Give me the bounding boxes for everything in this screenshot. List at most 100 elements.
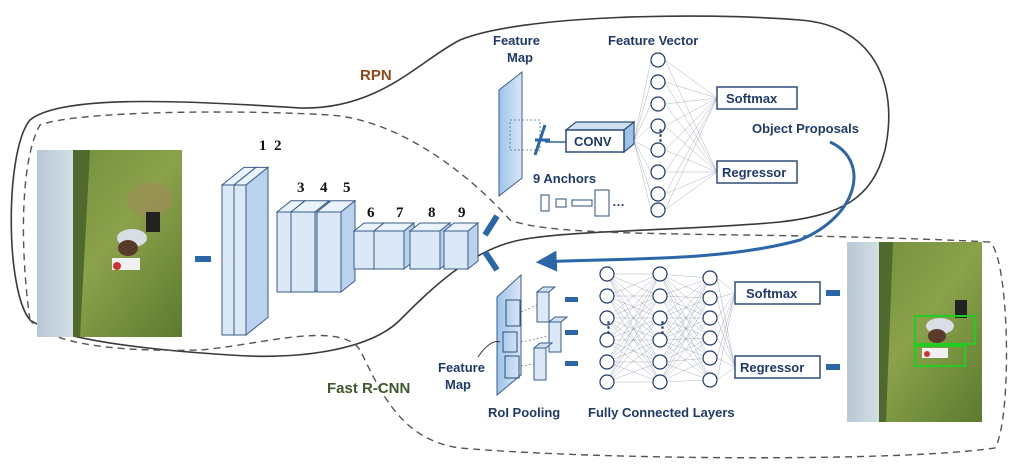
rpn-connection	[633, 125, 652, 142]
fc-neuron	[652, 374, 668, 390]
fc-connection	[606, 295, 661, 383]
fast-rcnn-feature-map	[496, 273, 522, 397]
fc-connection	[659, 273, 711, 279]
layer-number: 5	[343, 180, 351, 196]
fc-connection	[716, 357, 736, 368]
backbone-layer-front	[233, 184, 247, 336]
fc-connection	[659, 273, 711, 299]
fc-neuron	[599, 266, 615, 282]
fast-rcnn-softmax-label: Softmax	[746, 286, 798, 301]
fc-connection	[716, 292, 736, 319]
fc-connection	[659, 277, 711, 383]
split-arrow-up	[482, 214, 500, 237]
fc-connection	[716, 277, 736, 294]
layer-number: 2	[274, 138, 282, 154]
fc-connection	[659, 357, 711, 383]
rpn-regressor-label: Regressor	[722, 165, 786, 180]
backbone-layer-front	[373, 230, 405, 270]
fast-rcnn-regressor-label: Regressor	[740, 360, 804, 375]
layer-numbers: 1 2 3 4 5 6 7 8 9	[259, 138, 466, 221]
rpn-neuron	[650, 52, 666, 68]
fc-connection	[659, 295, 711, 299]
rpn-connection	[633, 140, 652, 151]
fc-connection	[606, 361, 661, 383]
rpn-connection	[664, 97, 718, 195]
fc-connection	[716, 292, 736, 299]
fc-connection	[659, 295, 711, 319]
fc-connection	[716, 277, 736, 368]
fast-rcnn-label: Fast R-CNN	[327, 380, 410, 397]
rpn-connection	[664, 149, 718, 173]
fc-ellipsis-2: ⋮	[655, 319, 670, 336]
roi-arrow	[565, 330, 578, 335]
rpn-connection	[664, 59, 718, 173]
backbone-layer-front	[353, 230, 375, 270]
backbone-layer-side	[340, 199, 356, 294]
fc-connection	[659, 297, 711, 319]
backbone-layer-front	[276, 211, 292, 293]
fc-ellipsis-1: ⋮	[601, 319, 616, 336]
fc-neuron	[702, 270, 718, 286]
anchors-label: 9 Anchors	[533, 171, 596, 186]
fc-connection	[659, 317, 711, 359]
fc-neuron	[702, 350, 718, 366]
fast-rcnn-regressor-box	[734, 355, 821, 379]
fc-connection	[606, 339, 661, 383]
input-arrow	[195, 256, 211, 262]
rpn-neuron	[650, 186, 666, 202]
fc-connection	[716, 292, 736, 339]
fc-neuron	[599, 310, 615, 326]
fc-connection	[606, 317, 661, 383]
fc-connection	[659, 379, 711, 383]
fc-connection	[716, 317, 736, 368]
fc-neuron	[702, 330, 718, 346]
fc-connection	[716, 366, 736, 381]
fc-neuron	[599, 374, 615, 390]
backbone-layer	[372, 221, 416, 271]
rpn-connection	[633, 140, 652, 173]
fc-connection	[659, 337, 711, 341]
rpn-connection	[633, 81, 652, 142]
fc-connection	[606, 273, 661, 383]
rpn-connection	[664, 97, 718, 127]
rpn-connection	[664, 97, 718, 151]
backbone-layer	[232, 166, 270, 337]
rpn-feature-vector-network	[633, 52, 718, 218]
backbone-layer-front	[316, 211, 342, 293]
fc-connection	[606, 273, 661, 363]
conv-box	[564, 120, 636, 154]
fc-connection	[659, 277, 711, 341]
layer-number: 3	[297, 180, 305, 196]
fc-connection	[659, 297, 711, 383]
fc-connection	[716, 292, 736, 381]
softmax-out-arrow	[826, 290, 840, 296]
fc-connection	[659, 337, 711, 383]
fc-neuron	[652, 354, 668, 370]
fc-connection	[606, 273, 661, 319]
fc-neuron	[652, 266, 668, 282]
output-image	[847, 242, 982, 422]
rpn-connection	[664, 81, 718, 99]
roi-link	[520, 335, 550, 343]
fc-neuron	[652, 332, 668, 348]
anchor-ellipsis: …	[612, 194, 625, 209]
fully-connected-label: Fully Connected Layers	[588, 405, 735, 420]
rpn-label: RPN	[360, 67, 392, 84]
roi-arrow	[565, 297, 578, 302]
fc-connection	[659, 297, 711, 341]
rpn-neuron	[650, 74, 666, 90]
fc-connection	[659, 317, 711, 383]
rpn-neuron	[650, 118, 666, 134]
backbone-layer	[408, 221, 452, 271]
anchor-boxes	[540, 189, 610, 217]
fc-connection	[659, 277, 711, 319]
layer-number: 8	[428, 205, 436, 221]
backbone-layer-side	[467, 221, 479, 271]
sliding-window-icon	[533, 124, 550, 156]
fc-connection	[659, 317, 711, 339]
fast-rcnn-region-outline	[22, 111, 1008, 459]
fc-neuron	[652, 288, 668, 304]
feature-map-pointer	[477, 341, 501, 358]
fast-rcnn-feature-map-label-2: Map	[445, 377, 471, 392]
rpn-neuron	[650, 202, 666, 218]
